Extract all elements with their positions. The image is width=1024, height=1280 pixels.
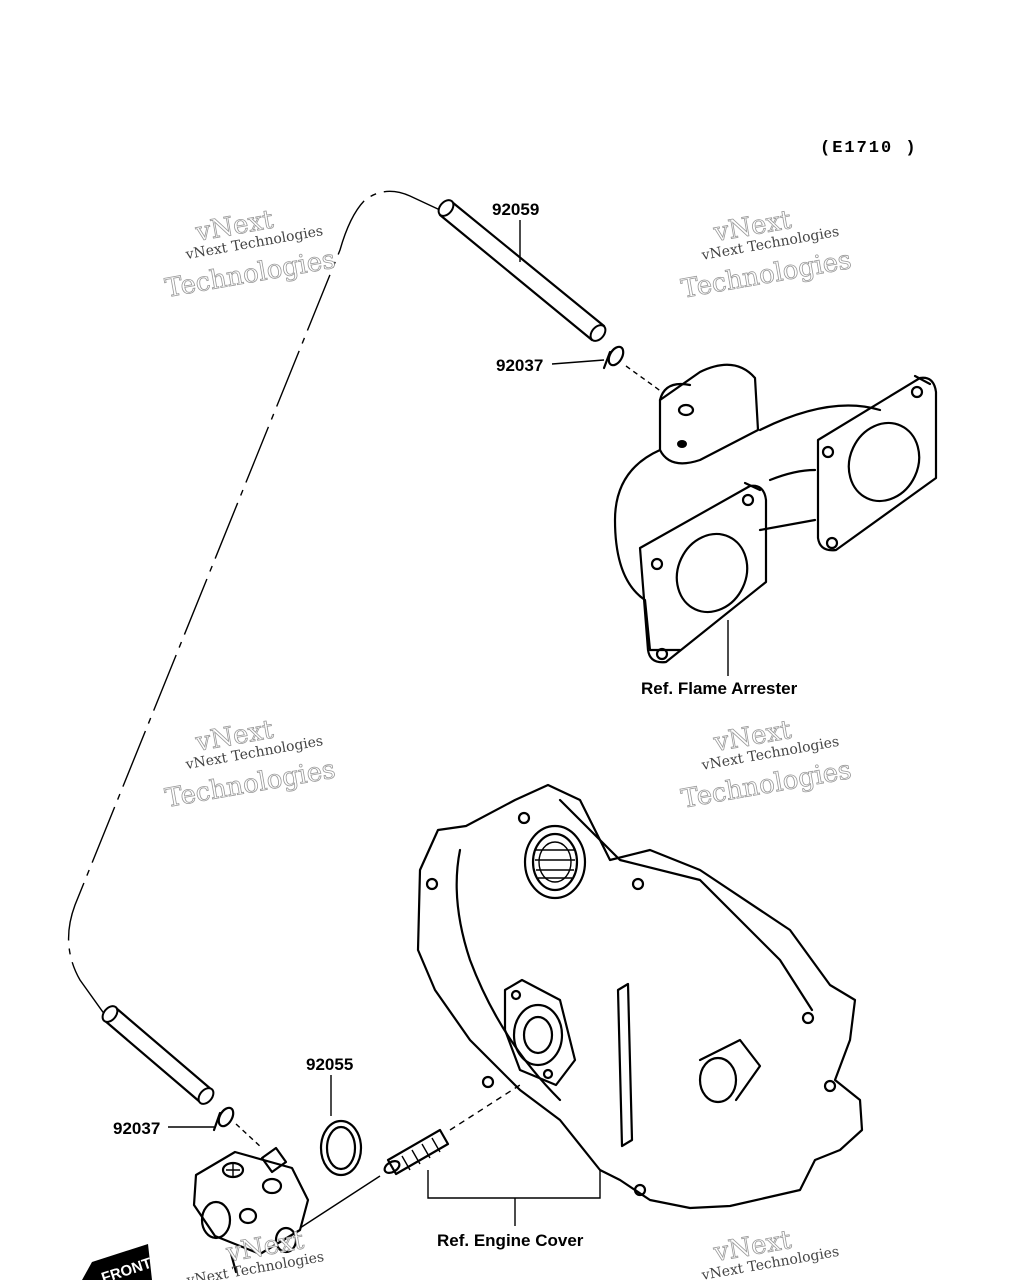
label-92037-bottom: 92037 <box>113 1119 160 1138</box>
watermark-mid-right: vNext vNext Technologies Technologies <box>679 715 854 816</box>
engine-cover <box>416 783 864 1210</box>
lower-hose[interactable] <box>100 1003 217 1107</box>
watermark-mid-left: vNext vNext Technologies Technologies <box>163 714 338 814</box>
label-92059: 92059 <box>492 200 539 219</box>
front-direction-marker: FRONT <box>82 1244 154 1280</box>
upper-clamp[interactable] <box>602 344 626 370</box>
label-engine-cover: Ref. Engine Cover <box>437 1231 584 1250</box>
valve-body[interactable] <box>192 1146 310 1274</box>
watermark-bottom-right: vNext vNext Technologies <box>700 1225 841 1280</box>
label-92037-top: 92037 <box>496 356 543 375</box>
diagram-code: (E1710 ) <box>820 139 918 158</box>
o-ring[interactable] <box>319 1119 363 1177</box>
lower-clamp[interactable] <box>212 1105 236 1132</box>
upper-hose[interactable] <box>436 197 609 344</box>
flame-arrester <box>613 363 938 664</box>
hose-routing-line <box>67 190 441 1016</box>
watermark-top-left: vNext vNext Technologies Technologies <box>163 204 338 304</box>
stud-bolt[interactable] <box>383 1128 450 1176</box>
label-92055: 92055 <box>306 1055 353 1074</box>
watermark-bottom-left: vNext vNext Technologies <box>185 1225 326 1280</box>
label-flame-arrester: Ref. Flame Arrester <box>641 679 798 698</box>
watermark-top-right: vNext vNext Technologies Technologies <box>679 205 854 306</box>
